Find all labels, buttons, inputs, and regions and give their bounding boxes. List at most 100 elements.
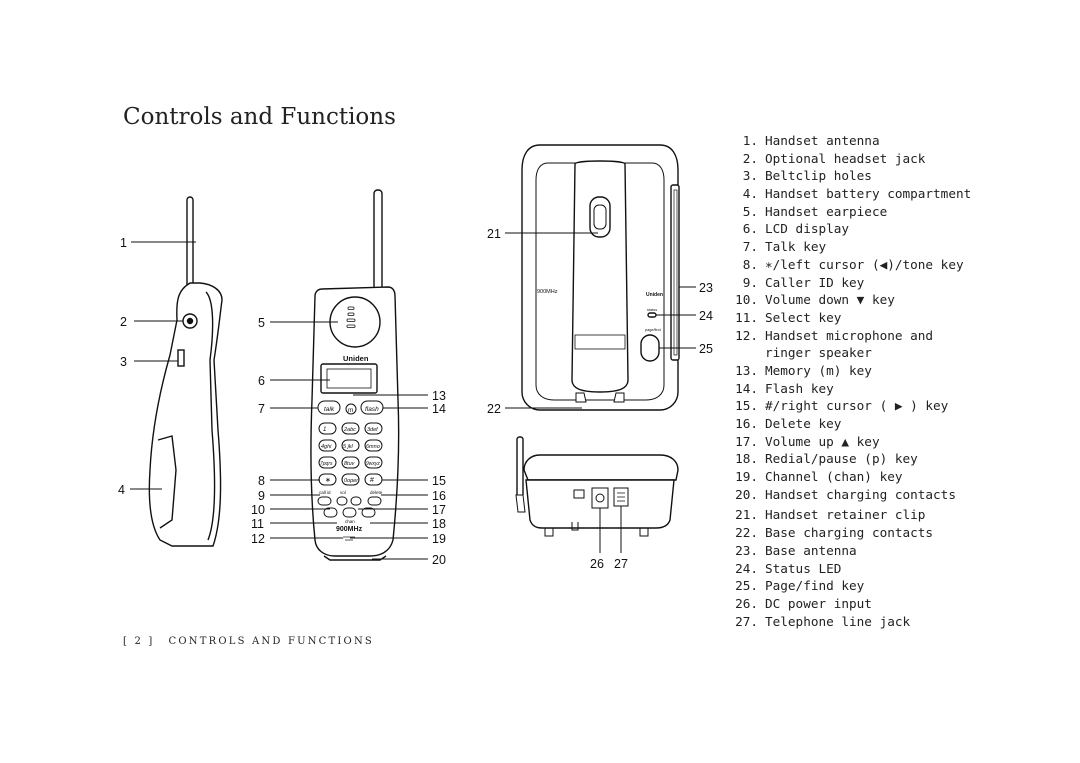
legend-item: 5.Handset earpiece [742,203,888,219]
svg-text:flash: flash [365,406,379,413]
svg-text:2abc: 2abc [343,427,356,433]
delete-label: delete [370,490,383,495]
callout-6: 6 [258,374,265,388]
key-2[interactable] [341,422,360,435]
delete-key[interactable] [367,496,382,506]
legend-item: 14.Flash key [735,380,834,396]
front-callout-lines [270,321,428,560]
legend-item: 26.DC power input [735,595,872,611]
status-led [647,312,657,318]
legend-item: 21.Handset retainer clip [735,507,926,523]
svg-text:m: m [348,407,353,414]
page-footer: [ 2 ] CONTROLS AND FUNCTIONS [123,636,374,647]
handset-front-body [310,286,400,557]
handset-antenna-front [373,189,383,291]
callout-26: 26 [590,557,604,571]
rear-callout-lines [599,506,622,553]
memory-key[interactable] [345,403,357,415]
beltclip-holes [177,349,185,367]
page-find-key[interactable] [640,334,660,362]
svg-text:chan: chan [345,519,355,524]
microphone-holes [343,536,355,541]
svg-text:8tuv: 8tuv [344,461,356,467]
base-antenna [670,184,680,361]
legend-item: 17.Volume up ▲ key [735,433,880,449]
legend-item: 13.Memory (m) key [735,362,872,378]
volume-up-key[interactable] [350,496,362,506]
legend-item: 1.Handset antenna [742,133,880,148]
legend-list: 1.Handset antenna 2.Optional headset jac… [728,132,971,630]
svg-text:5 jkl: 5 jkl [343,444,354,450]
legend-item: 9.Caller ID key [742,274,865,290]
callout-23: 23 [699,281,713,295]
svg-text:0oper: 0oper [344,478,359,484]
key-3[interactable] [364,422,383,435]
callout-13: 13 [432,389,446,403]
callout-11: 11 [251,517,264,531]
key-8[interactable] [341,456,360,469]
legend-item: 7.Talk key [742,239,827,255]
svg-text:4ghi: 4ghi [321,444,332,450]
callout-8: 8 [258,474,265,488]
redial-pause-key[interactable] [361,507,376,518]
callout-19: 19 [432,532,446,546]
key-7[interactable] [318,456,337,469]
svg-text:#: # [370,477,374,484]
page-number: [ 2 ] [123,636,155,647]
legend-item: 10.Volume down ▼ key [735,292,895,308]
callout-12: 12 [251,532,265,546]
callout-24: 24 [699,309,713,323]
handset-retainer-clip [589,196,611,238]
key-9[interactable] [364,456,383,469]
base-feet [544,522,649,537]
callout-27: 27 [614,557,628,571]
caller-id-key[interactable] [317,496,332,506]
legend-item: 25.Page/find key [735,578,865,594]
callout-20: 20 [432,553,446,567]
legend-item: 20.Handset charging contacts [735,486,956,502]
handset-cradle [571,160,629,393]
callout-17: 17 [432,503,446,517]
base-callout-lines [505,232,696,409]
select-key[interactable] [323,507,338,518]
charging-contacts [323,555,387,561]
base-front-view: 900MHz Uniden status page/find [521,144,680,411]
legend-item: 8.∗/left cursor (◀)/tone key [742,256,964,272]
legend-item: 12.Handset microphone and ringer speaker [735,327,934,361]
callout-9: 9 [258,489,265,503]
key-1[interactable] [318,422,337,435]
key-0[interactable] [341,473,360,486]
callout-10: 10 [251,503,265,517]
dc-power-input [591,487,609,509]
base-antenna-rear [516,436,524,498]
callout-25: 25 [699,342,713,356]
legend-item: 6.LCD display [742,221,850,237]
handset-side-view [148,196,223,547]
base-band-label: 900MHz [537,289,558,295]
svg-text:talk: talk [324,406,335,413]
handset-antenna-side [186,196,194,290]
handset-band-label: 900MHz [336,526,363,533]
key-5[interactable] [341,439,360,452]
caller-id-label: call id [319,490,331,495]
legend-item: 2.Optional headset jack [742,150,926,166]
callout-16: 16 [432,489,446,503]
channel-key[interactable] [342,507,357,518]
keypad: talk m flash 1 2abc 3def 4ghi 5 jkl 6mno… [317,400,384,541]
handset-brand: Uniden [343,354,369,363]
svg-text:7pqrs: 7pqrs [320,461,333,467]
legend-item: 3.Beltclip holes [742,168,872,184]
svg-text:6mno: 6mno [366,444,380,450]
key-4[interactable] [318,439,337,452]
handset-side-body [148,282,223,547]
handset-front-view: Uniden [310,189,400,561]
page-title: Controls and Functions [123,104,396,130]
base-label-plate [574,334,626,350]
callout-3: 3 [120,355,127,369]
callout-22: 22 [487,402,501,416]
key-6[interactable] [364,439,383,452]
volume-down-key[interactable] [336,496,348,506]
footer-section-title: CONTROLS AND FUNCTIONS [168,636,374,647]
callout-14: 14 [432,402,446,416]
